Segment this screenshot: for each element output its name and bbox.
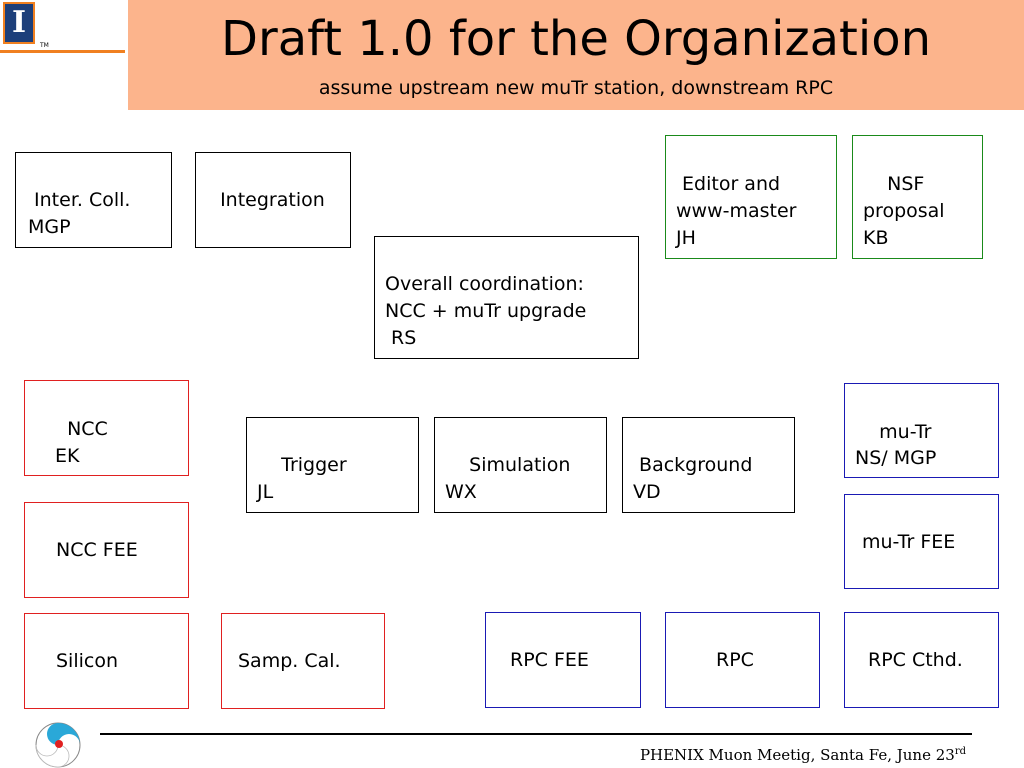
box-text: NS/ MGP bbox=[855, 447, 937, 469]
box-text: RPC bbox=[716, 649, 754, 671]
box-ncc-fee: NCC FEE bbox=[24, 502, 189, 598]
footer-divider bbox=[100, 733, 972, 735]
box-text: mu-Tr bbox=[855, 421, 932, 443]
box-text: Silicon bbox=[56, 650, 119, 672]
box-inter-coll: Inter. Coll. MGP bbox=[15, 152, 172, 248]
box-text: Editor and bbox=[676, 173, 781, 195]
box-text: RPC FEE bbox=[510, 649, 589, 671]
footer-superscript: rd bbox=[954, 746, 966, 757]
title-banner: Draft 1.0 for the Organization assume up… bbox=[128, 0, 1024, 110]
box-text: JL bbox=[257, 481, 274, 503]
box-mutr: mu-Tr NS/ MGP bbox=[844, 383, 999, 478]
box-text: Trigger bbox=[257, 454, 347, 476]
box-overall-coordination: Overall coordination: NCC + muTr upgrade… bbox=[374, 236, 639, 359]
box-text: NSF bbox=[863, 173, 925, 195]
logo-block-i-icon: I bbox=[3, 2, 35, 44]
box-text: EK bbox=[55, 445, 80, 467]
box-ncc: NCC EK bbox=[24, 380, 189, 476]
box-text: KB bbox=[863, 227, 889, 249]
box-text: Overall coordination: bbox=[385, 273, 584, 295]
box-text: WX bbox=[445, 481, 477, 503]
box-rpc-fee: RPC FEE bbox=[485, 612, 641, 708]
logo-trademark: TM bbox=[40, 42, 49, 49]
box-text: RPC Cthd. bbox=[868, 649, 963, 671]
box-text: RS bbox=[385, 327, 417, 349]
box-text: Simulation bbox=[445, 454, 571, 476]
box-text: JH bbox=[676, 227, 696, 249]
logo-underline bbox=[0, 50, 125, 53]
box-integration: Integration bbox=[195, 152, 351, 248]
box-text: MGP bbox=[28, 216, 71, 238]
box-rpc-cthd: RPC Cthd. bbox=[844, 612, 999, 708]
box-text: www-master bbox=[676, 200, 797, 222]
box-text: NCC bbox=[55, 418, 108, 440]
box-silicon: Silicon bbox=[24, 613, 189, 709]
box-editor: Editor and www-master JH bbox=[665, 135, 837, 259]
box-simulation: Simulation WX bbox=[434, 417, 607, 513]
box-text: Samp. Cal. bbox=[238, 650, 341, 672]
footer-caption: PHENIX Muon Meetig, Santa Fe, June 23rd bbox=[640, 742, 966, 765]
box-text: mu-Tr FEE bbox=[862, 531, 956, 553]
box-background: Background VD bbox=[622, 417, 795, 513]
phenix-logo-icon bbox=[35, 722, 81, 768]
box-mutr-fee: mu-Tr FEE bbox=[844, 494, 999, 589]
box-samp-cal: Samp. Cal. bbox=[221, 613, 385, 709]
box-text: Background bbox=[633, 454, 753, 476]
page-subtitle: assume upstream new muTr station, downst… bbox=[318, 77, 834, 99]
box-text: Integration bbox=[208, 189, 325, 211]
box-text: Inter. Coll. bbox=[28, 189, 131, 211]
page-title: Draft 1.0 for the Organization bbox=[221, 11, 931, 67]
logo-letter: I bbox=[11, 5, 27, 40]
university-logo: I TM bbox=[0, 0, 125, 56]
box-text: NCC FEE bbox=[56, 539, 138, 561]
footer-text: PHENIX Muon Meetig, Santa Fe, June 23 bbox=[639, 746, 955, 764]
box-text: proposal bbox=[863, 200, 945, 222]
box-text: VD bbox=[633, 481, 661, 503]
box-trigger: Trigger JL bbox=[246, 417, 419, 513]
box-text: NCC + muTr upgrade bbox=[385, 300, 587, 322]
box-rpc: RPC bbox=[665, 612, 820, 708]
box-nsf-proposal: NSF proposal KB bbox=[852, 135, 983, 259]
